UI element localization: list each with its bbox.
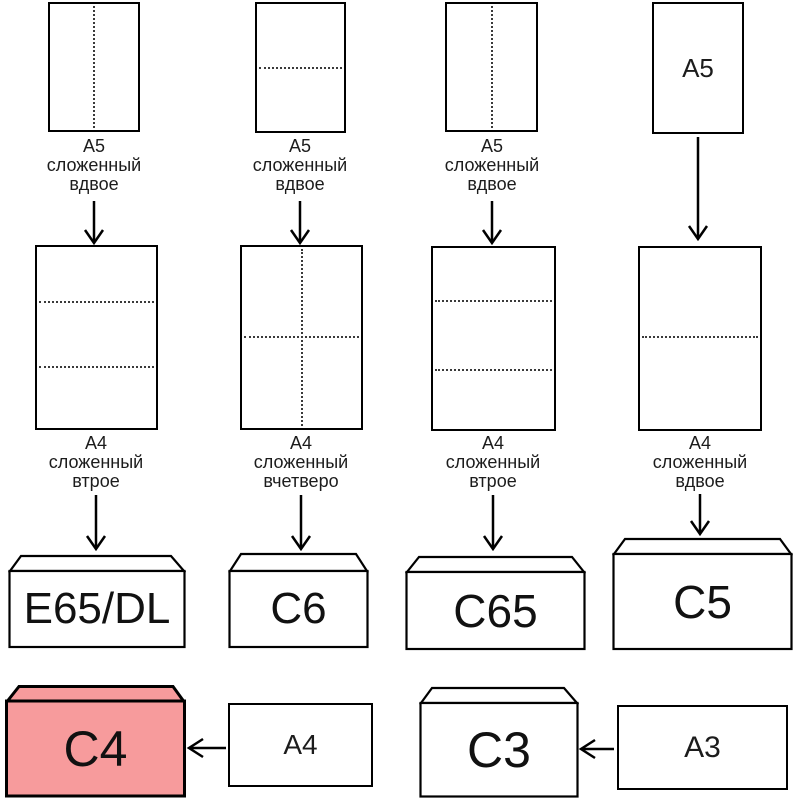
envelope-label: C5 bbox=[673, 575, 732, 628]
paper-size-label: А5 bbox=[682, 52, 714, 83]
envelope-shape bbox=[419, 686, 579, 798]
fold-line-horizontal bbox=[39, 366, 154, 369]
paper-a5-unfolded: А5 bbox=[652, 2, 744, 134]
arrow-down-icon bbox=[85, 495, 107, 551]
caption-a5-3: А5 сложенный вдвое bbox=[417, 137, 567, 194]
caption-line: сложенный bbox=[445, 452, 541, 472]
arrow-down-icon bbox=[689, 494, 711, 536]
caption-line: сложенный bbox=[444, 155, 540, 175]
arrow-down-icon bbox=[289, 201, 311, 245]
caption-a4-1: А4 сложенный втрое bbox=[21, 434, 171, 491]
arrow-down-icon bbox=[482, 495, 504, 551]
caption-line: сложенный bbox=[652, 452, 748, 472]
caption-a4-3: А4 сложенный втрое bbox=[418, 434, 568, 491]
fold-line-horizontal bbox=[642, 335, 758, 338]
envelope-shape bbox=[612, 537, 793, 651]
caption-line: сложенный bbox=[252, 155, 348, 175]
caption-line: вдвое bbox=[467, 174, 517, 194]
caption-line: вдвое bbox=[675, 471, 725, 491]
caption-a4-2: А4 сложенный вчетверо bbox=[226, 434, 376, 491]
arrow-left-icon bbox=[186, 737, 226, 759]
paper-a5-fold-horizontal bbox=[255, 2, 346, 133]
paper-a3-flat: А3 bbox=[617, 705, 788, 790]
envelope-c4-highlighted: C4 bbox=[5, 684, 186, 798]
envelope-label: C4 bbox=[63, 720, 128, 777]
caption-line: А4 bbox=[289, 433, 313, 453]
fold-line-horizontal bbox=[435, 369, 552, 372]
arrow-left-icon bbox=[578, 738, 614, 760]
arrow-down-icon bbox=[83, 201, 105, 245]
fold-line-horizontal bbox=[435, 300, 552, 303]
paper-a4-fold-thirds-1 bbox=[35, 245, 158, 430]
envelope-shape bbox=[5, 685, 186, 798]
caption-a4-4: А4 сложенный вдвое bbox=[625, 434, 775, 491]
caption-line: А4 bbox=[84, 433, 108, 453]
caption-a5-2: А5 сложенный вдвое bbox=[225, 137, 375, 194]
caption-line: втрое bbox=[469, 471, 517, 491]
envelope-label: C3 bbox=[467, 721, 531, 778]
paper-a4-fold-thirds-2 bbox=[431, 246, 556, 431]
fold-line-vertical bbox=[490, 6, 493, 128]
caption-line: втрое bbox=[72, 471, 120, 491]
paper-a4-flat: А4 bbox=[228, 703, 373, 787]
caption-line: сложенный bbox=[46, 155, 142, 175]
paper-a5-fold-vertical-2 bbox=[445, 2, 538, 132]
envelope-label: C65 bbox=[453, 584, 538, 637]
caption-line: А5 bbox=[480, 136, 504, 156]
paper-a4-fold-half bbox=[638, 246, 762, 431]
caption-line: вдвое bbox=[275, 174, 325, 194]
caption-line: А5 bbox=[288, 136, 312, 156]
caption-line: А4 bbox=[688, 433, 712, 453]
caption-line: А5 bbox=[82, 136, 106, 156]
caption-line: сложенный bbox=[48, 452, 144, 472]
envelope-c5: C5 bbox=[612, 537, 793, 651]
caption-line: вчетверо bbox=[263, 471, 339, 491]
paper-a5-fold-vertical-1 bbox=[48, 2, 140, 132]
fold-line-vertical bbox=[93, 6, 95, 128]
caption-a5-1: А5 сложенный вдвое bbox=[19, 137, 169, 194]
caption-line: А4 bbox=[481, 433, 505, 453]
paper-a4-fold-quarters bbox=[240, 245, 363, 430]
envelope-label: E65/DL bbox=[23, 584, 171, 633]
caption-line: вдвое bbox=[69, 174, 119, 194]
envelope-c6: C6 bbox=[228, 552, 369, 649]
envelope-c3: C3 bbox=[419, 686, 579, 798]
envelope-c65: C65 bbox=[405, 555, 586, 651]
envelope-shape bbox=[228, 552, 369, 649]
envelope-shape bbox=[8, 554, 186, 649]
envelope-e65dl: E65/DL bbox=[8, 554, 186, 649]
caption-line: сложенный bbox=[253, 452, 349, 472]
arrow-down-icon bbox=[481, 201, 503, 245]
arrow-down-icon bbox=[290, 495, 312, 551]
fold-line-horizontal bbox=[244, 335, 359, 338]
envelope-label: C6 bbox=[270, 584, 327, 633]
fold-line-horizontal bbox=[39, 301, 154, 304]
arrow-down-icon bbox=[687, 137, 709, 241]
envelope-shape bbox=[405, 555, 586, 651]
fold-line-horizontal bbox=[259, 66, 342, 69]
